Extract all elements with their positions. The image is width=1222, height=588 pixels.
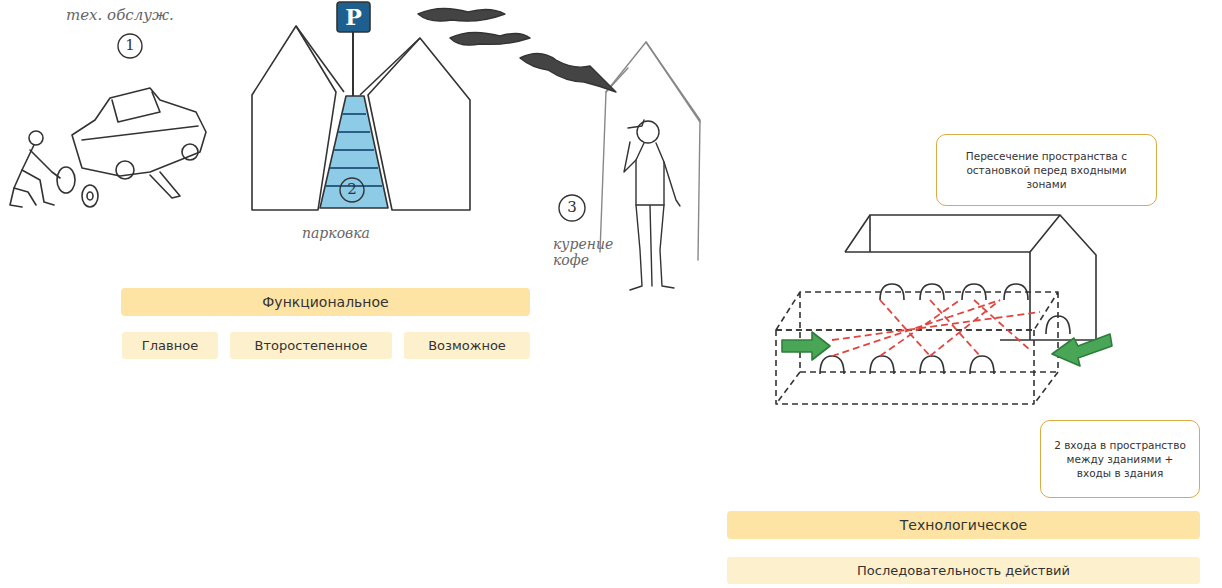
parking-sketch-stroke — [252, 26, 336, 210]
node-text-group: Возможное — [428, 338, 506, 353]
callout-number: 2 — [340, 180, 364, 198]
service-sketch-stroke — [116, 161, 134, 179]
category-band: Функциональное — [121, 288, 530, 316]
node-text: Главное — [142, 338, 198, 353]
smoking-sketch-stroke — [606, 42, 700, 122]
note-box: 2 входа в пространство между зданиями + … — [1040, 420, 1200, 498]
service-sketch-stroke — [82, 126, 198, 140]
smoking-sketch-stroke — [636, 205, 664, 286]
parking-sketch-stroke — [352, 30, 354, 96]
service-sketch-stroke — [57, 167, 75, 193]
smoking-sketch-stroke — [624, 142, 680, 206]
building-sketch-stroke — [845, 251, 1030, 253]
category-chip: Главное — [122, 332, 218, 359]
service-sketch-stroke — [10, 188, 22, 207]
service-sketch-stroke — [82, 185, 98, 207]
smoking-sketch-stroke — [630, 143, 644, 290]
callout-circle-stroke — [559, 195, 585, 221]
service-sketch-stroke — [29, 131, 43, 145]
node-text-group: Функциональное — [262, 294, 388, 310]
smoking-sketch-stroke — [520, 53, 616, 92]
callout-number: 1 — [118, 36, 142, 54]
building-sketch-stroke — [870, 215, 1096, 340]
building-sketch-stroke — [820, 356, 994, 374]
handwritten-note: парковка — [302, 225, 432, 241]
smoking-sketch-stroke — [637, 121, 659, 143]
service-sketch-stroke — [87, 192, 93, 200]
category-chip: Последовательность действий — [727, 557, 1200, 584]
callout-circle-stroke — [340, 178, 364, 202]
smoking-sketch-stroke — [628, 120, 644, 128]
category-chip: Второстепенное — [230, 332, 392, 359]
service-sketch-stroke — [72, 88, 206, 176]
building-sketch-stroke — [1052, 334, 1112, 366]
category-band: Технологическое — [727, 511, 1200, 539]
node-text: 2 входа в пространство между зданиями + … — [1051, 438, 1189, 481]
node-text: Второстепенное — [255, 338, 368, 353]
service-sketch — [10, 88, 206, 207]
callout-number: 3 — [559, 198, 585, 216]
note-box: Пересечение пространства с остановкой пе… — [936, 134, 1157, 206]
service-sketch-stroke — [14, 145, 36, 205]
service-sketch-stroke — [112, 92, 160, 122]
service-sketch-stroke — [150, 172, 180, 198]
building-sketch-stroke — [776, 292, 1058, 404]
service-sketch-stroke — [30, 150, 60, 178]
service-sketch-stroke — [182, 144, 198, 160]
node-text: Последовательность действий — [857, 563, 1070, 578]
category-chip: Возможное — [404, 332, 530, 359]
node-text: Возможное — [428, 338, 506, 353]
parking-sketch — [252, 2, 470, 210]
building-sketch-stroke — [832, 300, 1040, 356]
parking-sketch-stroke — [337, 2, 370, 32]
parking-sketch-stroke — [320, 96, 388, 208]
node-text-group: Технологическое — [900, 517, 1027, 533]
parking-sketch-stroke — [360, 38, 420, 95]
service-sketch-stroke — [22, 170, 54, 205]
node-text: Технологическое — [900, 517, 1027, 533]
node-text-group: Второстепенное — [255, 338, 368, 353]
node-text-group: Последовательность действий — [857, 563, 1070, 578]
handwritten-note: тех. обслуж. — [66, 6, 206, 24]
node-text-group: Главное — [142, 338, 198, 353]
smoking-sketch — [418, 8, 700, 290]
building-sketch — [776, 215, 1112, 404]
callout-circle-stroke — [118, 34, 142, 58]
handwritten-note: курение кофе — [553, 236, 633, 268]
node-text: Пересечение пространства с остановкой пе… — [947, 149, 1146, 192]
callout-number: P — [337, 4, 370, 30]
smoking-sketch-stroke — [450, 32, 530, 45]
smoking-sketch-stroke — [418, 8, 505, 21]
building-sketch-stroke — [845, 215, 1060, 340]
building-sketch-stroke — [782, 332, 830, 360]
parking-sketch-stroke — [296, 26, 344, 92]
node-text: Функциональное — [262, 294, 388, 310]
callout-circle — [118, 34, 585, 221]
node-text-group: 2 входа в пространство между зданиями + … — [1051, 438, 1189, 481]
parking-sketch-stroke — [326, 114, 382, 186]
node-text-group: Пересечение пространства с остановкой пе… — [947, 149, 1146, 192]
